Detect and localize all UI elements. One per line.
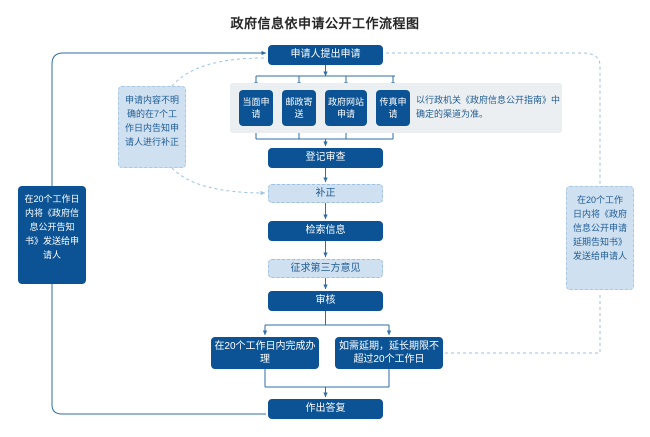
node-submit-application[interactable]: 申请人提出申请 [268, 45, 383, 65]
page-title: 政府信息依申请公开工作流程图 [230, 16, 420, 31]
node-correction[interactable]: 补正 [268, 184, 383, 203]
node-make-reply[interactable]: 作出答复 [268, 399, 383, 419]
node-method-in-person[interactable]: 当面申请 [239, 90, 273, 126]
note-extension-notice-right: 在20个工作日内将《政府信息公开申请延期告知书》发送给申请人 [566, 186, 634, 290]
note-disclosure-notice-left: 在20个工作日内将《政府信息公开告知书》发送给申请人 [18, 186, 86, 284]
node-complete-within-20-days[interactable]: 在20个工作日内完成办理 [211, 337, 319, 369]
node-method-fax[interactable]: 传真申请 [376, 90, 410, 126]
node-method-postal[interactable]: 邮政寄送 [282, 90, 316, 126]
node-examination[interactable]: 审核 [268, 291, 383, 311]
node-third-party-opinion[interactable]: 征求第三方意见 [268, 259, 383, 278]
methods-note-text: 以行政机关《政府信息公开指南》中确定的渠道为准。 [416, 95, 561, 120]
note-unclear-application: 申请内容不明确的在7个工作日内告知申请人进行补正 [118, 86, 186, 168]
node-method-website[interactable]: 政府网站申请 [325, 90, 367, 126]
node-registration-review[interactable]: 登记审查 [268, 148, 383, 168]
node-retrieve-information[interactable]: 检索信息 [268, 221, 383, 241]
node-extension[interactable]: 如需延期，延长期限不超过20个工作日 [335, 337, 443, 369]
